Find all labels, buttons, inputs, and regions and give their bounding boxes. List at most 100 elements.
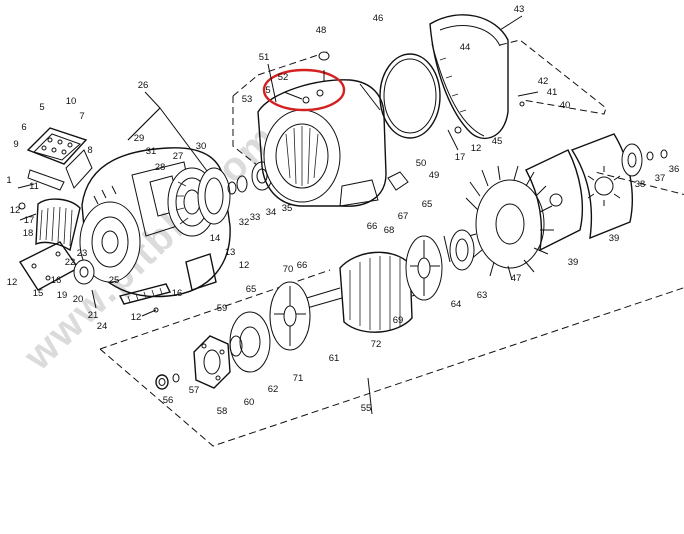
fan-47 [461,165,554,281]
terminal-board [26,127,93,191]
part-label-70: 70 [283,264,294,275]
part-label-72: 72 [371,339,382,350]
part-label-20: 20 [73,294,84,305]
screws-frame [447,126,462,151]
brush-holder-25 [118,283,172,305]
part-label-52: 52 [278,72,289,83]
part-label-12: 12 [471,143,482,154]
part-label-38: 38 [635,179,646,190]
part-label-68: 68 [384,225,395,236]
parts-36-38 [621,143,668,177]
part-label-35: 35 [282,203,293,214]
parts-56-57 [155,373,180,390]
part-label-53: 53 [242,94,253,105]
part-label-12: 12 [131,312,142,323]
leader-lines [127,15,523,415]
part-label-18: 18 [23,228,34,239]
part-label-56: 56 [163,395,174,406]
part-label-9: 9 [13,139,18,150]
part-label-36: 36 [669,164,680,175]
spider-69 [405,235,443,301]
rings-60-62 [229,311,271,373]
part-label-16: 16 [51,275,62,286]
part-label-32: 32 [239,217,250,228]
part-label-57: 57 [189,385,200,396]
part-label-1: 1 [6,175,11,186]
part-label-41: 41 [547,87,558,98]
part-label-37: 37 [655,173,666,184]
part-label-66: 66 [367,221,378,232]
part-label-15: 15 [33,288,44,299]
part-label-66: 66 [297,260,308,271]
part-label-59: 59 [217,303,228,314]
part-label-22: 22 [65,257,76,268]
part-label-61: 61 [329,353,340,364]
part-label-19: 19 [57,290,68,301]
part-label-46: 46 [373,13,384,24]
part-label-64: 64 [451,299,462,310]
part-label-26: 26 [138,80,149,91]
part-label-11: 11 [29,181,39,192]
screws-12 [17,183,159,317]
ring-46 [379,53,441,139]
part-label-39: 39 [609,233,620,244]
stator-frame-53 [257,79,387,207]
part-label-24: 24 [97,321,108,332]
highlight-ring [262,68,346,112]
part-label-29: 29 [134,133,145,144]
part-label-21: 21 [88,310,99,321]
part-label-71: 71 [293,373,304,384]
part-label-23: 23 [77,248,88,259]
part-label-65: 65 [422,199,433,210]
part-label-12: 12 [7,277,18,288]
part-label-42: 42 [538,76,549,87]
rectifier-58 [193,335,231,389]
part-52-parts [283,51,330,104]
part-20-cap [73,259,97,309]
part-label-51: 51 [259,52,270,63]
end-housing-26 [79,107,231,298]
part-label-13: 13 [225,247,236,258]
part-label-10: 10 [66,96,77,107]
part-label-28: 28 [155,162,166,173]
part-50 [387,171,409,191]
part-label-63: 63 [477,290,488,301]
gasket-14 [185,253,217,291]
part-label-58: 58 [217,406,228,417]
part-label-17: 17 [455,152,466,163]
part-label-34: 34 [266,207,277,218]
part-label-67: 67 [398,211,409,222]
part-label-60: 60 [244,397,255,408]
part-label-31: 31 [146,146,157,157]
part-label-45: 45 [492,136,503,147]
part-label-6: 6 [21,122,26,133]
part-label-12: 12 [239,260,250,271]
part-label-5: 5 [39,102,44,113]
part-label-7: 7 [79,111,84,122]
spider-71 [269,281,311,351]
part-label-65: 65 [246,284,257,295]
part-label-16: 16 [172,288,183,299]
part-label-8: 8 [87,145,92,156]
part-30-ring [197,167,231,225]
part-label-62: 62 [268,384,279,395]
ring-63 [443,229,475,271]
part-label-39: 39 [568,257,579,268]
part-label-25: 25 [109,275,120,286]
part-label-48: 48 [316,25,327,36]
part-label-33: 33 [250,212,261,223]
part-label-49: 49 [429,170,440,181]
part-label-27: 27 [173,151,184,162]
part-label-69: 69 [393,315,404,326]
part-18-coil [35,198,81,252]
part-label-40: 40 [560,100,571,111]
part-label-12: 12 [10,205,21,216]
part-label-55: 55 [361,403,372,414]
part-label-47: 47 [511,273,522,284]
part-label-17: 17 [24,215,35,226]
part-number-labels: 4344464851525534241404512173637385049265… [6,4,679,417]
part-label-44: 44 [460,42,471,53]
part-label-43: 43 [514,4,525,15]
part-label-30: 30 [196,141,207,152]
